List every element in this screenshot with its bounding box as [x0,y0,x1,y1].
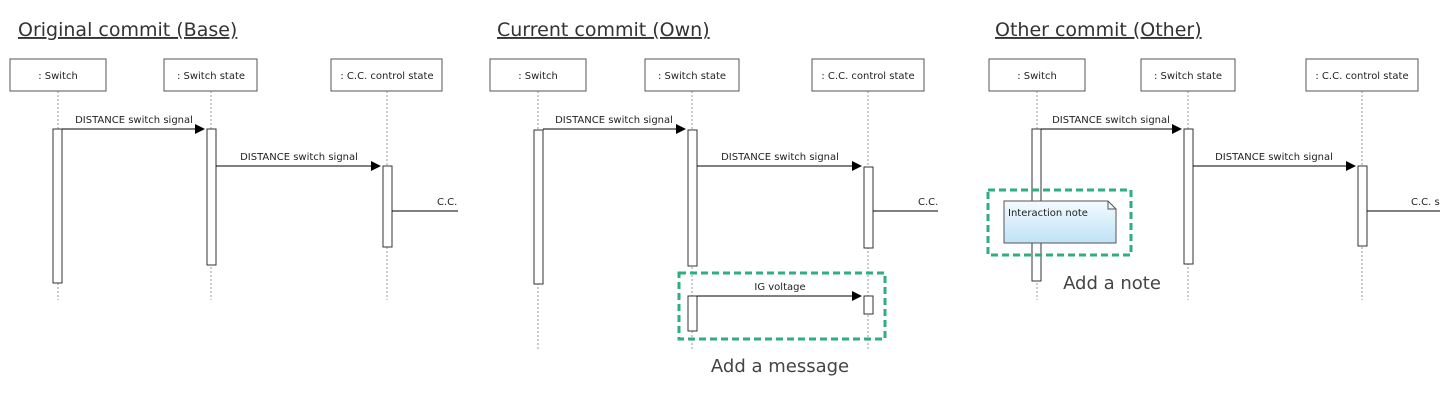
message-distance-switch-signal-2[interactable]: DISTANCE switch signal [697,152,862,171]
activation-bar [52,128,63,284]
message-label: C.C. s [1411,197,1440,208]
activation-bar [1357,165,1368,247]
message-distance-switch-signal-1[interactable]: DISTANCE switch signal [543,115,686,134]
message-label: DISTANCE switch signal [240,152,358,163]
object-switch-state[interactable]: : Switch state [1140,58,1236,92]
panel-base: Original commit (Base) : Switch : Switch… [9,19,458,300]
object-label: : Switch state [658,71,726,82]
object-switch[interactable]: : Switch [9,58,107,92]
object-switch[interactable]: : Switch [988,58,1086,92]
message-label: DISTANCE switch signal [555,115,673,126]
message-label: DISTANCE switch signal [721,152,839,163]
object-label: : Switch state [177,71,245,82]
panel-own: Current commit (Own) : Switch : Switch s… [489,19,938,377]
caption-add-note: Add a note [1063,273,1161,294]
interaction-note[interactable]: Interaction note [1003,200,1117,244]
activation-bar [382,165,393,248]
highlight-added-note [986,188,1133,257]
object-label: : Switch state [1154,71,1222,82]
object-label: : C.C. control state [821,71,914,82]
message-label: IG voltage [754,282,805,293]
message-label: DISTANCE switch signal [75,115,193,126]
activation-bar [206,128,217,266]
object-label: : C.C. control state [340,71,433,82]
message-cc-outgoing[interactable]: C.C. [873,197,938,212]
activation-bar [687,129,698,267]
panel-title: Original commit (Base) [18,19,237,41]
message-distance-switch-signal-2[interactable]: DISTANCE switch signal [216,152,381,171]
panel-other: Other commit (Other) : Switch : Switch s… [986,19,1440,300]
object-switch[interactable]: : Switch [489,58,587,92]
object-label: : Switch [518,71,558,82]
object-label: : C.C. control state [1315,71,1408,82]
message-distance-switch-signal-1[interactable]: DISTANCE switch signal [62,115,205,134]
object-label: : Switch [1017,71,1057,82]
message-label: DISTANCE switch signal [1052,115,1170,126]
message-cc-outgoing[interactable]: C.C. s [1367,197,1440,212]
activation-bar [1183,128,1194,265]
message-distance-switch-signal-2[interactable]: DISTANCE switch signal [1193,152,1356,171]
object-cc-control-state[interactable]: : C.C. control state [811,58,925,92]
panel-title: Current commit (Own) [497,19,710,41]
note-text: Interaction note [1008,208,1088,219]
activation-bar [687,295,698,332]
message-cc-outgoing[interactable]: C.C. [392,197,458,212]
message-label: C.C. [437,197,457,208]
object-switch-state[interactable]: : Switch state [163,58,258,92]
activation-bar [863,295,874,315]
object-switch-state[interactable]: : Switch state [644,58,740,92]
caption-add-message: Add a message [711,356,849,377]
object-cc-control-state[interactable]: : C.C. control state [330,58,443,92]
activation-bar [533,129,544,285]
message-distance-switch-signal-1[interactable]: DISTANCE switch signal [1041,115,1182,134]
highlight-added-message [677,271,887,341]
activation-bar [863,166,874,249]
object-label: : Switch [38,71,78,82]
message-label: DISTANCE switch signal [1215,152,1333,163]
panel-title: Other commit (Other) [995,19,1202,41]
object-cc-control-state[interactable]: : C.C. control state [1305,58,1419,92]
message-ig-voltage[interactable]: IG voltage [697,282,862,301]
message-label: C.C. [918,197,938,208]
